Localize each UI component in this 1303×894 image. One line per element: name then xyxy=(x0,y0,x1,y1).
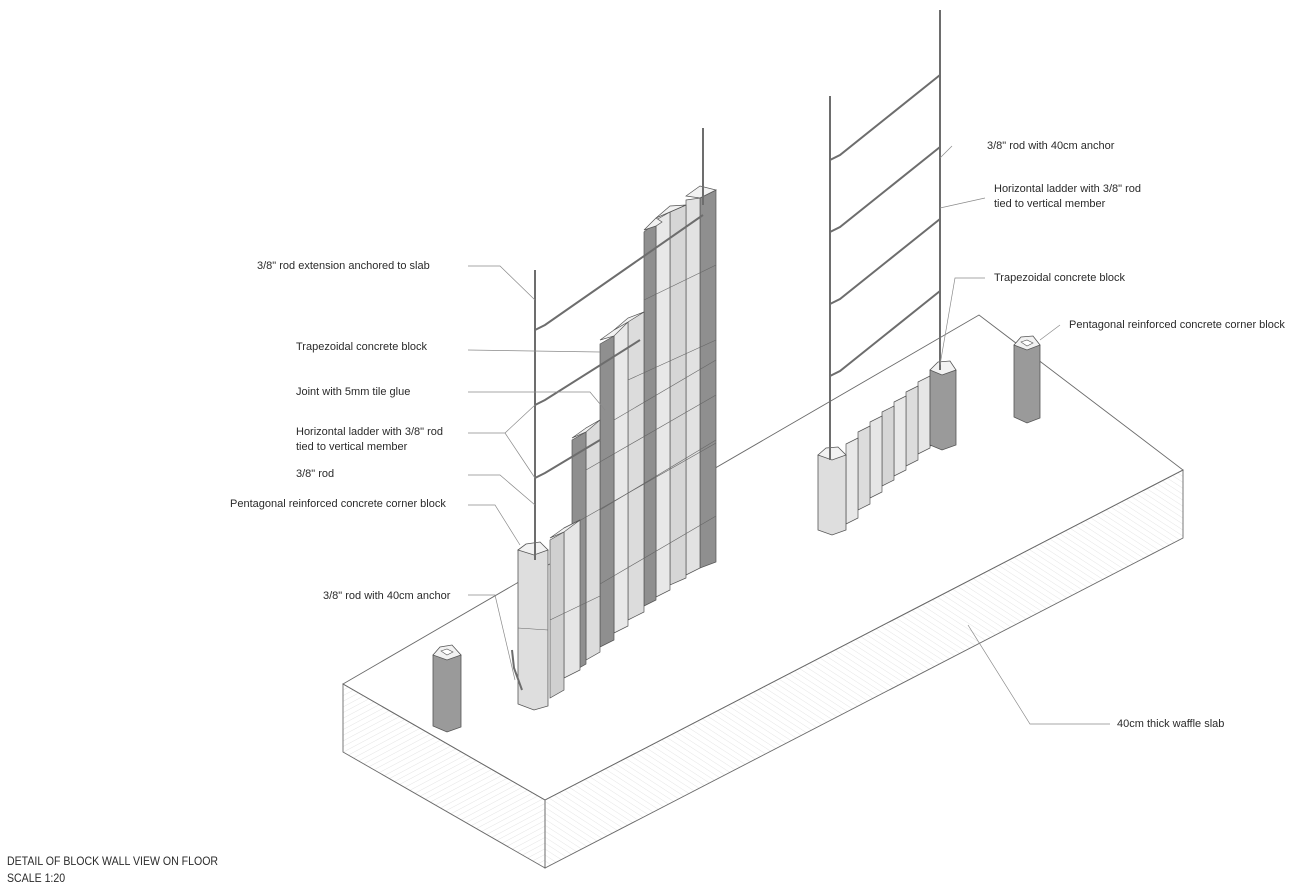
right-rods xyxy=(829,10,941,460)
label-trapezoidal-block-left: Trapezoidal concrete block xyxy=(296,341,428,353)
loose-corner-block-left xyxy=(432,644,462,733)
corner-block-top xyxy=(929,360,957,376)
left-rods xyxy=(511,128,704,691)
label-ladder-right-1: Horizontal ladder with 3/8" rod xyxy=(994,183,1141,195)
wall-column xyxy=(549,531,565,699)
label-corner-block-right: Pentagonal reinforced concrete corner bl… xyxy=(1069,319,1285,331)
wall-column xyxy=(655,211,671,598)
corner-block-top xyxy=(517,541,549,556)
label-ladder-left-1: Horizontal ladder with 3/8" rod xyxy=(296,426,443,438)
right-block-wall xyxy=(817,360,957,536)
slab-right-face xyxy=(544,469,1184,869)
wall-column xyxy=(857,425,871,511)
block-top-caps xyxy=(549,185,718,539)
anchor-rod xyxy=(511,649,523,691)
corner-block xyxy=(929,363,957,451)
wall-column xyxy=(845,437,859,525)
leader-lines xyxy=(467,145,1110,725)
wall-column xyxy=(585,419,601,661)
wall-column xyxy=(869,415,883,499)
corner-block xyxy=(817,449,847,536)
label-trapezoidal-block-right: Trapezoidal concrete block xyxy=(994,272,1126,284)
label-rod-extension: 3/8" rod extension anchored to slab xyxy=(257,260,430,272)
label-rod: 3/8" rod xyxy=(296,468,335,480)
wall-column xyxy=(685,197,701,576)
waffle-slab xyxy=(342,314,1184,869)
ladder-rod xyxy=(829,74,941,161)
wall-column xyxy=(881,405,895,487)
label-joint: Joint with 5mm tile glue xyxy=(296,386,411,398)
wall-column xyxy=(599,335,615,648)
drawing-scale: SCALE 1:20 xyxy=(7,871,66,885)
ladder-rod xyxy=(829,218,941,305)
wall-column xyxy=(917,375,931,455)
label-corner-block-left: Pentagonal reinforced concrete corner bl… xyxy=(230,498,446,510)
wall-column xyxy=(627,311,645,621)
block-course-lines xyxy=(517,264,717,631)
ladder-rod xyxy=(829,146,941,233)
wall-column xyxy=(905,385,919,467)
ladder-rod xyxy=(534,439,601,479)
drawing-title-block: DETAIL OF BLOCK WALL VIEW ON FLOOR SCALE… xyxy=(7,853,218,887)
wall-column xyxy=(699,189,717,569)
drawing-title: DETAIL OF BLOCK WALL VIEW ON FLOOR xyxy=(7,854,219,868)
label-slab: 40cm thick waffle slab xyxy=(1117,718,1225,730)
wall-column xyxy=(643,221,657,607)
wall-column xyxy=(563,519,581,679)
wall-column xyxy=(613,321,629,634)
left-block-wall xyxy=(517,185,718,711)
wall-column xyxy=(669,204,687,586)
ladder-rod xyxy=(534,214,704,331)
ladder-rod xyxy=(534,339,641,406)
wall-column xyxy=(893,395,907,477)
label-ladder-right-2: tied to vertical member xyxy=(994,198,1106,210)
label-rod-anchor-left: 3/8" rod with 40cm anchor xyxy=(323,590,451,602)
label-ladder-left-2: tied to vertical member xyxy=(296,441,408,453)
label-rod-anchor-right: 3/8" rod with 40cm anchor xyxy=(987,140,1115,152)
corner-block xyxy=(517,544,549,711)
ladder-rod xyxy=(829,290,941,377)
loose-corner-block-right xyxy=(1013,335,1041,424)
